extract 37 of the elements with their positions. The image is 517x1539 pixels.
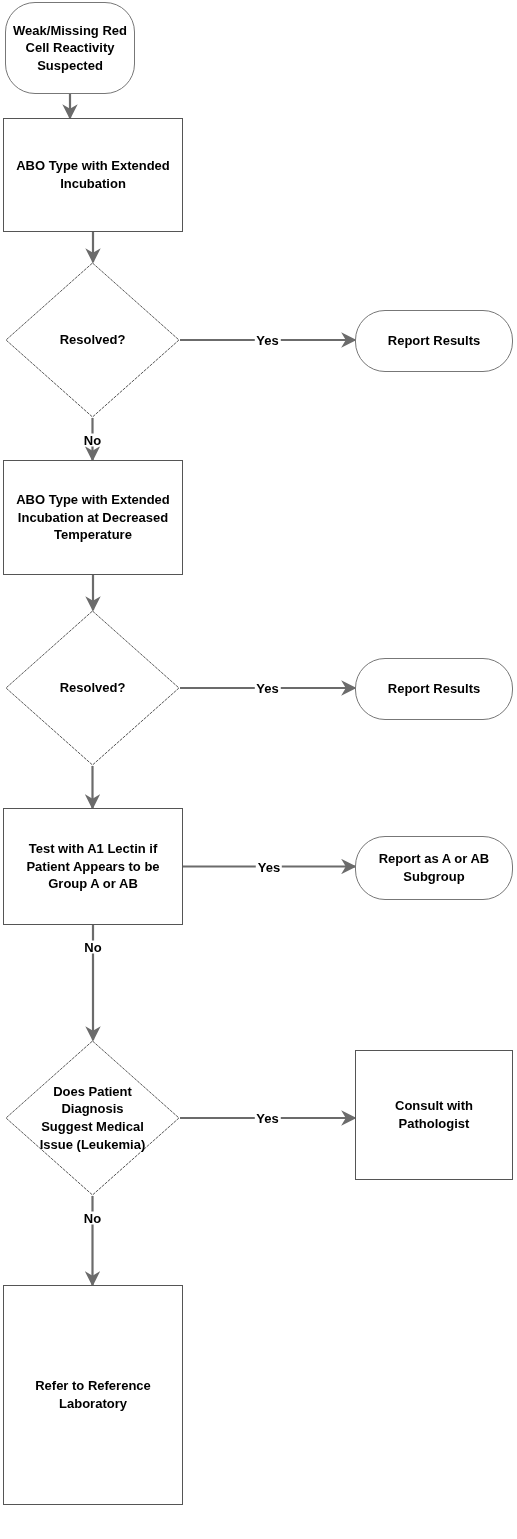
edge-label: No xyxy=(81,1211,104,1225)
node-text: ABO Type with Extended Incubation xyxy=(15,157,171,193)
arrow xyxy=(84,766,101,810)
node-text: Test with A1 Lectin if Patient Appears to be Group A or AB xyxy=(25,840,161,893)
decision-diamond xyxy=(5,262,180,418)
node-text: Weak/Missing Red Cell Reactivity Suspected xyxy=(12,21,128,75)
process-box xyxy=(3,1285,183,1505)
node-text: Does Patient Diagnosis Suggest Medical Issue (Leukemia) xyxy=(38,1082,147,1154)
terminal-box xyxy=(355,658,513,720)
terminal-box xyxy=(355,836,513,900)
edge-label: Yes xyxy=(254,333,281,347)
edge-label: Yes xyxy=(255,860,283,873)
node-text: Refer to Reference Laboratory xyxy=(34,1377,152,1413)
arrow xyxy=(62,94,78,120)
edge-label: Yes xyxy=(254,681,281,695)
arrow xyxy=(84,1196,101,1287)
process-box xyxy=(3,808,183,925)
arrow xyxy=(85,575,101,612)
edge-label: Yes xyxy=(254,1111,281,1125)
edge-label: No xyxy=(81,433,104,447)
node-text: Resolved? xyxy=(59,679,126,697)
process-box xyxy=(355,1050,513,1180)
process-box xyxy=(3,118,183,232)
terminal-box xyxy=(355,310,513,372)
node-text: Report as A or AB Subgroup xyxy=(377,850,491,886)
decision-diamond xyxy=(5,1040,180,1196)
node-text: Report Results xyxy=(387,680,481,698)
arrow xyxy=(85,925,101,1042)
edge-label: No xyxy=(82,940,104,954)
node-text: ABO Type with Extended Incubation at Decreased Temperature xyxy=(15,491,171,544)
terminal-box xyxy=(5,2,135,94)
node-text: Consult with Pathologist xyxy=(394,1097,474,1133)
node-text: Resolved? xyxy=(59,331,126,349)
process-box xyxy=(3,460,183,575)
node-text: Report Results xyxy=(387,332,481,350)
decision-diamond xyxy=(5,610,180,766)
arrow xyxy=(85,232,101,264)
